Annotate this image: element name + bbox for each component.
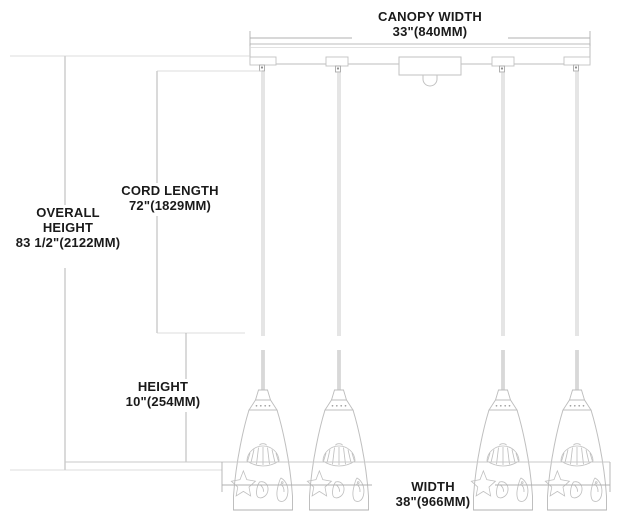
overall-height-label: OVERALL HEIGHT 83 1/2"(2122MM) [0,205,136,250]
overall-width-name: WIDTH [411,479,455,494]
overall-height-value: 83 1/2"(2122MM) [15,235,121,250]
canopy-width-name: CANOPY WIDTH [378,9,482,24]
cord-length-name: CORD LENGTH [121,183,219,198]
cord-length-label: CORD LENGTH 72"(1829MM) [96,183,244,213]
canopy-width-value: 33"(840MM) [392,24,468,39]
overall-height-name-line2: HEIGHT [42,220,94,235]
pendant-shade-4 [544,349,608,511]
overall-width-value: 38"(966MM) [395,494,471,509]
overall-width-dimension [221,462,611,492]
overall-height-name-line1: OVERALL [36,205,100,220]
shade-height-label: HEIGHT 10"(254MM) [96,379,230,409]
overall-height-dimension [10,55,250,471]
pendant-cords [261,71,579,336]
canopy-width-dimension [249,31,591,46]
cord-length-dimension [156,70,262,334]
canopy-assembly [249,43,591,87]
pendant-shade-1 [230,349,294,511]
cord-length-value: 72"(1829MM) [128,198,212,213]
canopy-width-label: CANOPY WIDTH 33"(840MM) [330,9,530,39]
overall-width-label: WIDTH 38"(966MM) [355,479,511,509]
shade-height-value: 10"(254MM) [125,394,201,409]
shade-height-name: HEIGHT [137,379,189,394]
